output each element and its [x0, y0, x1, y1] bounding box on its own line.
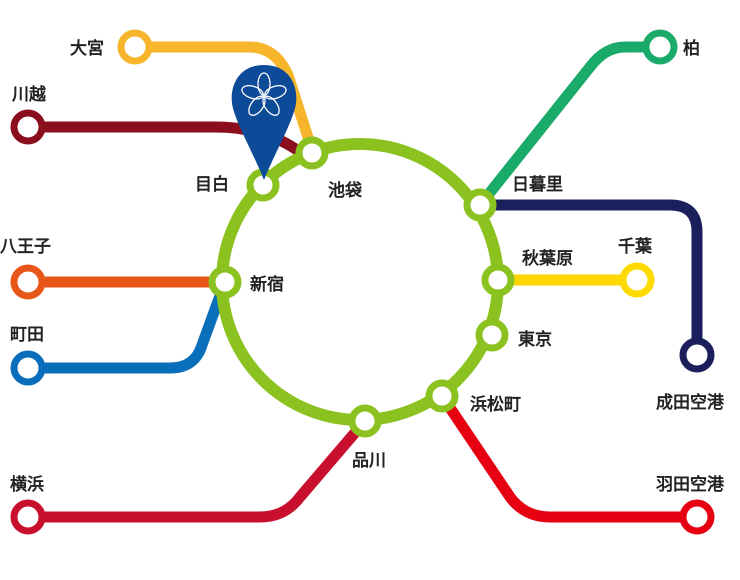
station-akihabara[interactable]: [481, 263, 515, 297]
station-hamamatsucho[interactable]: [425, 379, 459, 413]
label-mejiro: 目白: [195, 174, 229, 195]
label-narita: 成田空港: [656, 392, 725, 413]
station-hachioji[interactable]: [10, 264, 46, 300]
station-narita[interactable]: [679, 337, 715, 373]
station-ikebukuro[interactable]: [295, 136, 329, 170]
station-nippori[interactable]: [463, 188, 497, 222]
label-ikebukuro: 池袋: [328, 180, 363, 201]
station-shinjuku[interactable]: [208, 265, 242, 299]
station-kashiwa[interactable]: [642, 29, 678, 65]
station-shinagawa[interactable]: [348, 404, 382, 438]
line-haneda[interactable]: [436, 390, 703, 523]
line-machida[interactable]: [22, 276, 231, 374]
label-yokohama: 横浜: [10, 474, 44, 495]
label-shinjuku: 新宿: [250, 274, 284, 295]
station-machida[interactable]: [10, 350, 46, 386]
label-kawagoe: 川越: [11, 84, 47, 105]
label-chiba: 千葉: [618, 236, 653, 257]
line-kashiwa[interactable]: [474, 41, 666, 211]
label-hachioji: 八王子: [0, 237, 51, 257]
label-omiya: 大宮: [70, 38, 104, 59]
label-haneda: 羽田空港: [656, 474, 725, 495]
line-yokohama[interactable]: [22, 415, 371, 523]
line-narita[interactable]: [474, 199, 703, 361]
station-haneda[interactable]: [679, 499, 715, 535]
station-chiba[interactable]: [619, 262, 655, 298]
label-tokyo: 東京: [518, 329, 552, 350]
cherry-blossom-pin-icon: [231, 65, 297, 180]
label-machida: 町田: [10, 325, 44, 345]
label-hamamatsucho: 浜松町: [470, 394, 521, 415]
station-kawagoe[interactable]: [10, 109, 46, 145]
station-tokyo[interactable]: [475, 318, 509, 352]
station-yokohama[interactable]: [10, 499, 46, 535]
label-shinagawa: 品川: [352, 451, 386, 471]
label-nippori: 日暮里: [512, 174, 563, 195]
station-omiya[interactable]: [117, 29, 153, 65]
label-kashiwa: 柏: [683, 38, 700, 59]
label-akihabara: 秋葉原: [522, 248, 573, 269]
